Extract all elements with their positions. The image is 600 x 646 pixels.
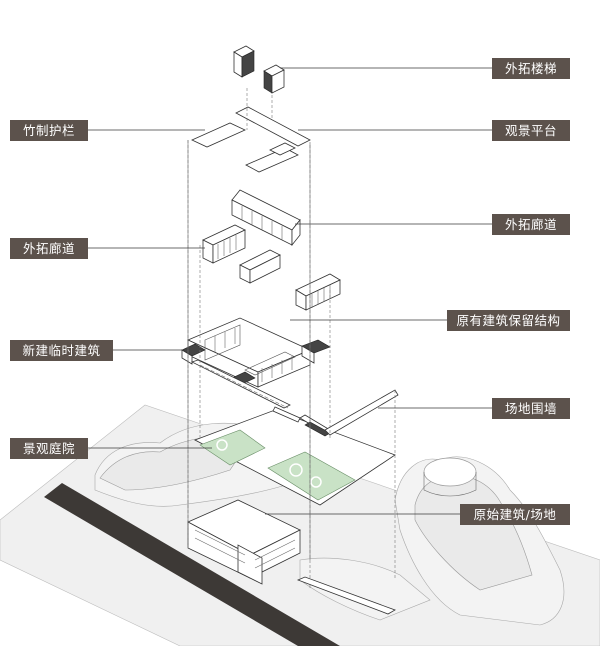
long-wall-strip — [190, 359, 291, 409]
courtyard-path-curve — [289, 463, 303, 477]
corridor-middle-side — [249, 254, 281, 284]
retained-structure-columns — [214, 328, 293, 382]
original-building-windows — [194, 529, 296, 569]
stair-right-side — [271, 69, 285, 94]
platform-step — [269, 142, 296, 156]
site-wall-long — [324, 389, 399, 436]
label-site-wall: 场地围墙 — [492, 398, 570, 419]
terrain-bottom — [299, 557, 431, 621]
label-original-building-site: 原始建筑/场地 — [460, 504, 570, 525]
bamboo-railing-segment — [191, 122, 246, 148]
platform-lower — [245, 147, 299, 173]
green-courtyard-left — [199, 429, 266, 466]
hill-top — [423, 457, 477, 487]
corridor-top-end — [291, 218, 301, 247]
green-courtyard-right — [267, 451, 356, 501]
label-external-corridor-right: 外拓廊道 — [492, 214, 570, 235]
corridor-top-mullions — [241, 206, 283, 240]
label-new-temporary-building: 新建临时建筑 — [10, 340, 113, 361]
label-external-corridor-left: 外拓廊道 — [10, 238, 88, 259]
stair-left-side — [241, 50, 255, 78]
label-external-stair: 外拓楼梯 — [492, 58, 570, 79]
site-wall-short — [272, 406, 301, 423]
road — [44, 483, 340, 646]
corridor-left-mullions — [217, 235, 237, 259]
courtyard-path-curve-3 — [216, 439, 228, 451]
projection-solid — [187, 140, 311, 560]
long-wall-pattern — [199, 364, 289, 409]
label-landscape-courtyard: 景观庭院 — [10, 438, 88, 459]
label-bamboo-railing: 竹制护栏 — [10, 120, 88, 141]
label-retained-structure: 原有建筑保留结构 — [447, 310, 570, 331]
hill-top-side — [423, 472, 477, 497]
retained-structure-inner-2 — [244, 351, 296, 376]
temp-building-left-front — [181, 349, 193, 365]
courtyard-path-curve-2 — [310, 476, 322, 488]
label-viewing-platform: 观景平台 — [492, 120, 570, 141]
retained-structure-inner — [204, 324, 241, 361]
platform-upper — [235, 106, 311, 147]
corridor-right-side — [305, 279, 341, 311]
corridor-right-mullions — [311, 285, 331, 308]
corridor-left-side — [212, 229, 246, 264]
site-wall-bottom — [296, 576, 396, 615]
